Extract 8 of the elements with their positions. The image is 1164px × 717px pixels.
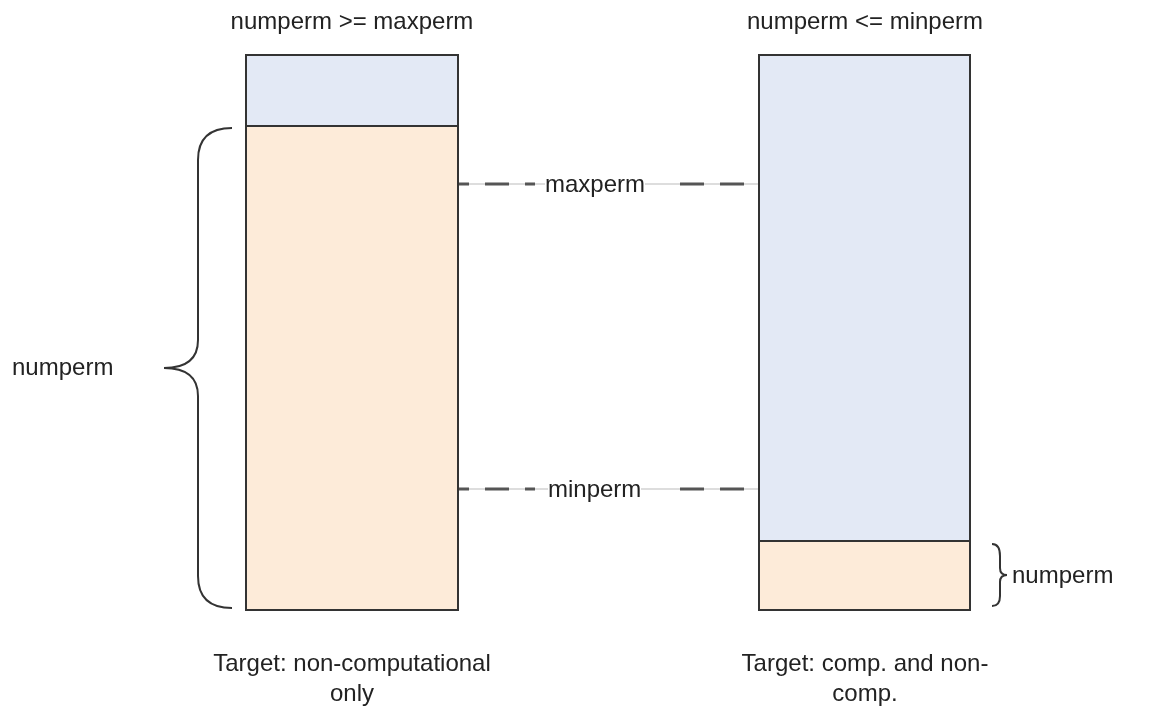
column-heading: numperm <= minperm — [745, 6, 985, 36]
column-caption: Target: non-computational only — [212, 648, 492, 708]
column-heading: numperm >= maxperm — [229, 6, 475, 36]
memory-segment — [758, 540, 971, 611]
memory-segment — [758, 54, 971, 542]
column-caption: Target: comp. and non-comp. — [740, 648, 990, 708]
memory-segment — [245, 125, 459, 611]
memory-segment — [245, 54, 459, 127]
